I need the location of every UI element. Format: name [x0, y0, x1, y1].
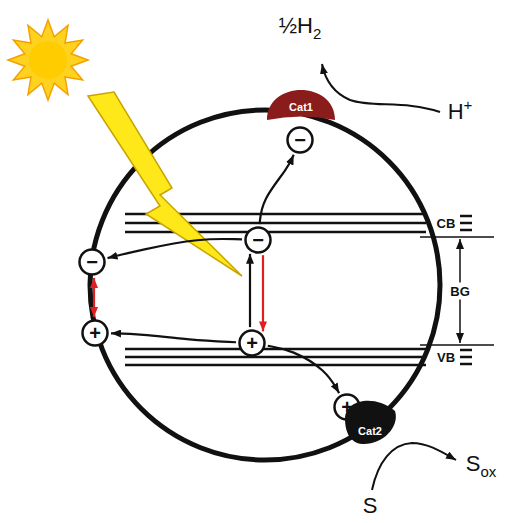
catalyst-cap: Cat1 [266, 88, 336, 120]
charge-transfer-arrow [268, 346, 339, 393]
charge-circle [288, 128, 313, 153]
light-bolt [88, 92, 242, 276]
charge-sign: − [252, 230, 264, 250]
charge-sign: − [294, 130, 306, 150]
charge-transfer-arrow [249, 254, 251, 327]
charge-circle [240, 331, 265, 356]
hole-charge: + [81, 319, 109, 347]
reduction-arrow [322, 64, 440, 112]
oxidised-product: Sox [466, 453, 497, 478]
catalyst-cap-fill [267, 90, 335, 120]
electron-charge: − [78, 248, 106, 276]
electron-charge: − [244, 226, 272, 254]
charge-transfer-arrow [260, 155, 294, 224]
reactant-ion: H+ [448, 97, 473, 122]
charge-circle [246, 228, 271, 253]
catalyst-blob: Cat2 [342, 396, 398, 446]
charge-transfer-arrow [111, 333, 236, 342]
charge-sign: − [86, 252, 98, 272]
sun-symbol [8, 20, 88, 100]
sun-core [29, 41, 67, 79]
catalyst-name: Cat1 [289, 102, 313, 113]
oxidation-arrow [372, 443, 456, 490]
reaction-product: ½H2 [279, 15, 322, 40]
catalyst-name: Cat2 [358, 426, 382, 437]
charge-transfer-arrow [108, 239, 242, 258]
hole-charge: + [238, 329, 266, 357]
valence-band [125, 349, 472, 365]
reactant-name: S [363, 495, 378, 517]
electron-charge: − [286, 126, 314, 154]
catalyst-blob-fill [345, 401, 396, 444]
charge-circle [80, 250, 105, 275]
band-name: CB [437, 217, 456, 230]
band-name: VB [437, 351, 455, 364]
band-gap-bracket [420, 237, 494, 345]
recombination-arrow [262, 255, 264, 331]
charge-circle [83, 321, 108, 346]
charge-sign: + [89, 323, 101, 343]
catalyst-blob-outline [342, 396, 398, 446]
recombination-arrow [93, 278, 95, 317]
band-gap-name: BG [449, 283, 471, 300]
charge-sign: + [246, 333, 258, 353]
